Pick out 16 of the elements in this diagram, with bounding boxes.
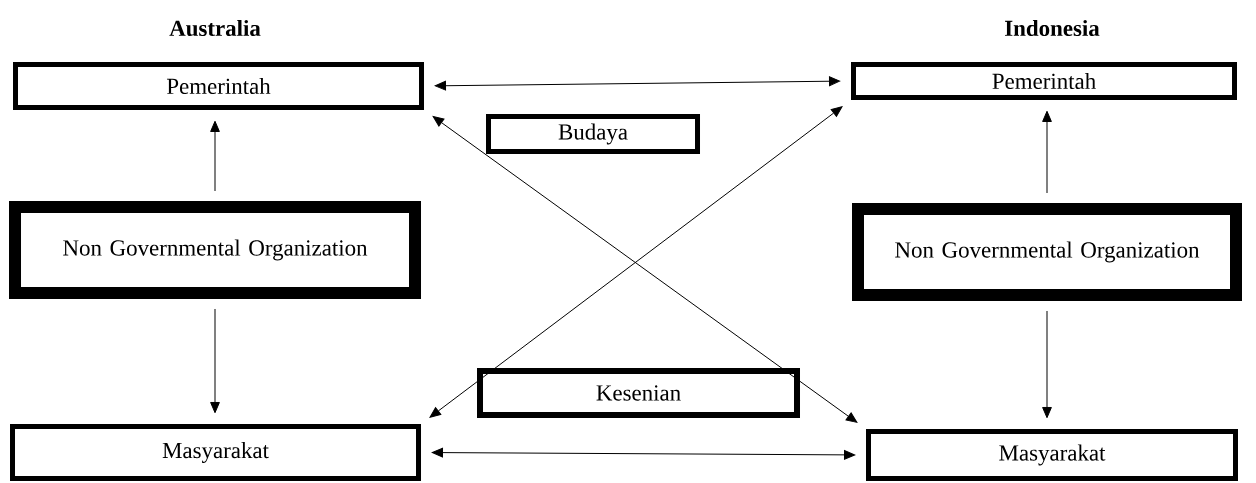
arrow	[210, 308, 220, 414]
box: Pemerintah	[13, 62, 424, 110]
arrow	[1042, 310, 1052, 419]
box: Budaya	[486, 114, 700, 154]
box: Pemerintah	[851, 62, 1237, 100]
organization-box: Non Governmental Organization	[852, 203, 1242, 301]
organization-box: Non Governmental Organization	[9, 201, 421, 299]
arrow	[434, 76, 841, 91]
arrow	[210, 120, 220, 192]
column-heading: Australia	[169, 19, 261, 37]
arrow	[1042, 110, 1052, 194]
arrow	[431, 447, 856, 460]
box: Masyarakat	[866, 429, 1238, 481]
column-heading: Indonesia	[1005, 19, 1100, 37]
box: Kesenian	[477, 368, 800, 418]
box: Masyarakat	[10, 424, 421, 481]
